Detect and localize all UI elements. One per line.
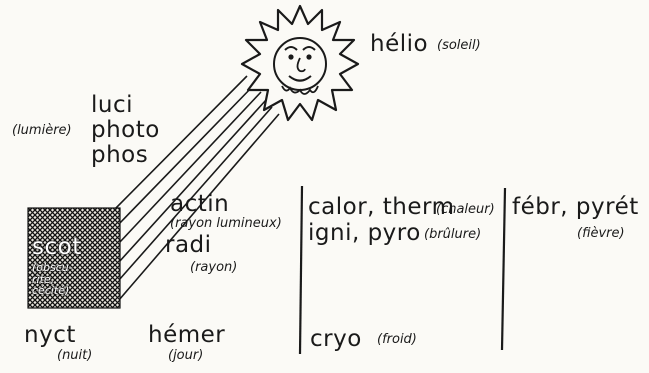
light-root-photo: photo [91, 117, 160, 143]
scot-gloss: (obscu- rite, cécité) [32, 261, 73, 298]
helio-gloss: (soleil) [437, 38, 481, 53]
hatched-shadow-block [27, 207, 121, 309]
hemer-gloss: (jour) [168, 348, 204, 363]
burn-label: igni, pyro [308, 220, 421, 246]
fever-label: fébr, pyrét [512, 194, 639, 220]
actin-label: actin [170, 191, 230, 217]
cold-gloss: (froid) [377, 332, 417, 347]
ray-line [116, 84, 255, 227]
radi-gloss: (rayon) [190, 260, 238, 275]
actin-gloss: (rayon lumineux) [170, 216, 282, 231]
cold-label: cryo [310, 326, 362, 352]
burn-gloss: (brûlure) [424, 227, 482, 242]
heat-label: calor, therm [308, 194, 455, 220]
light-gloss: (lumière) [12, 123, 72, 138]
ray-line [118, 106, 273, 281]
hemer-label: hémer [148, 322, 226, 348]
ray-line [118, 99, 267, 263]
helio-label: hélio [370, 31, 429, 57]
ray-line [118, 91, 262, 244]
light-root-phos: phos [91, 142, 149, 168]
heat-gloss: (chaleur) [436, 202, 495, 217]
scot-label: scot [32, 234, 82, 260]
divider-right [500, 187, 507, 351]
light-root-luci: luci [91, 92, 134, 118]
ray-line [118, 113, 280, 301]
nyct-label: nyct [24, 322, 76, 348]
sun-face-icon [240, 4, 360, 122]
sun-rays [111, 75, 280, 301]
radi-label: radi [165, 232, 212, 258]
ray-line [111, 75, 248, 213]
nyct-gloss: (nuit) [57, 348, 93, 363]
divider-left [298, 185, 304, 355]
fever-gloss: (fièvre) [577, 226, 625, 241]
